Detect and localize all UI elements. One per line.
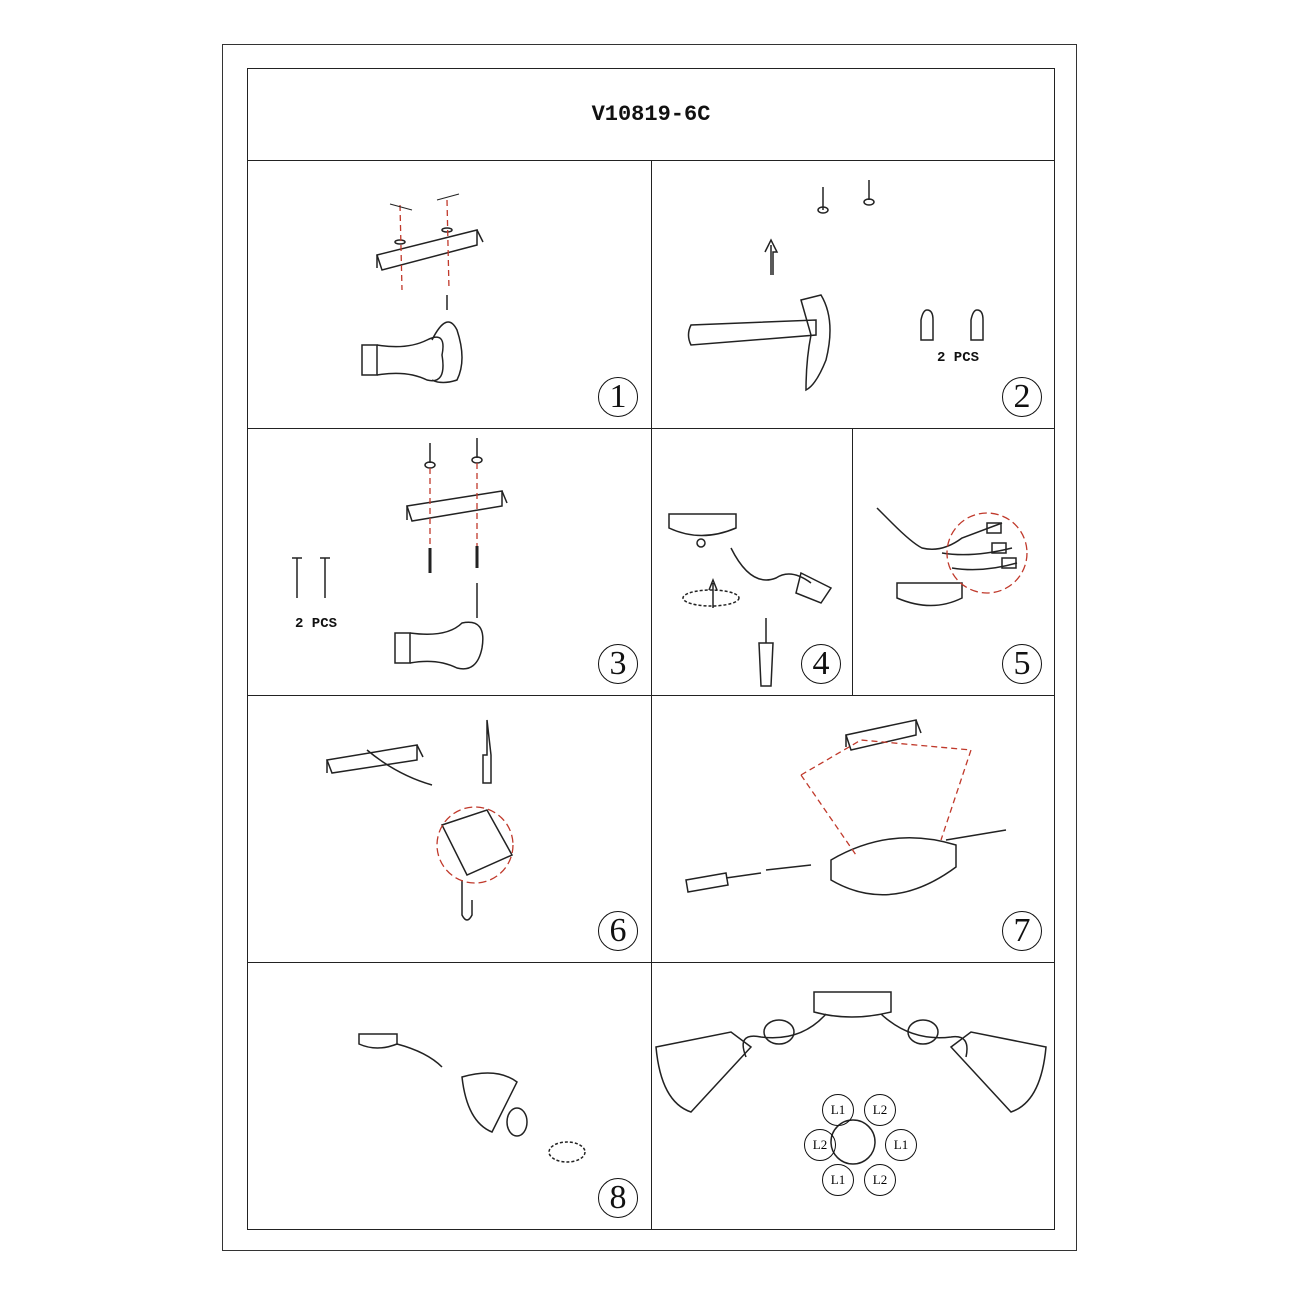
- mount-canopy-illustration: [685, 719, 1007, 896]
- step-number: 4: [801, 644, 841, 684]
- wire-label: L1: [822, 1094, 854, 1126]
- screw-bracket-illustration: [292, 438, 508, 670]
- hammer-anchors-illustration: [687, 180, 984, 392]
- wire-label: L2: [864, 1164, 896, 1196]
- wire-label: L2: [864, 1094, 896, 1126]
- step-6-panel: 6: [247, 695, 651, 962]
- wire-label: L1: [822, 1164, 854, 1196]
- wire-label: L2: [804, 1129, 836, 1161]
- step-number: 5: [1002, 644, 1042, 684]
- final-assembly-panel: L1 L2 L2 L1 L1 L2: [651, 962, 1055, 1229]
- divider: [852, 428, 853, 695]
- step-number: 1: [598, 377, 638, 417]
- step-3-panel: 2 PCS 3: [247, 428, 651, 695]
- step-number: 2: [1002, 377, 1042, 417]
- step-number: 8: [598, 1178, 638, 1218]
- step-number: 6: [598, 911, 638, 951]
- wire-label: L1: [885, 1129, 917, 1161]
- step-4-panel: 4: [651, 428, 852, 695]
- drill-bracket-illustration: [361, 193, 484, 384]
- shade-bulb-illustration: [358, 1033, 586, 1163]
- anchor-quantity: 2 PCS: [937, 350, 980, 366]
- page-frame: [222, 44, 1077, 1251]
- wire-connection-illustration: [876, 507, 1028, 607]
- chandelier-illustration: [655, 991, 1047, 1165]
- screw-quantity: 2 PCS: [295, 616, 338, 632]
- model-title: V10819-6C: [591, 101, 711, 127]
- step-5-panel: 5: [852, 428, 1055, 695]
- step-number: 3: [598, 644, 638, 684]
- step-1-panel: 1: [247, 160, 651, 428]
- divider: [651, 160, 652, 1230]
- step-7-panel: 7: [651, 695, 1055, 962]
- step-2-panel: 2 PCS 2: [651, 160, 1055, 428]
- step-8-panel: 8: [247, 962, 651, 1229]
- canopy-arm-illustration: [668, 513, 833, 687]
- terminal-block-illustration: [325, 719, 514, 921]
- step-number: 7: [1002, 911, 1042, 951]
